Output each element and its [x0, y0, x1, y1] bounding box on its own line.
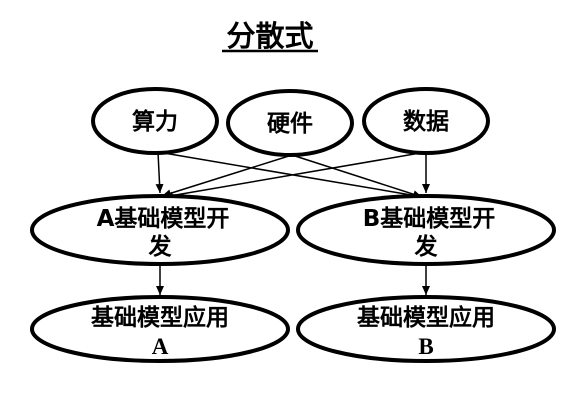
- node-app-b-label-line2: B: [418, 334, 433, 359]
- node-compute-label: 算力: [132, 108, 178, 135]
- node-dev-a-label-line1: A基础模型开: [97, 206, 230, 232]
- node-dev-b-label-line1: B基础模型开: [363, 206, 496, 232]
- node-app-a: 基础模型应用 A: [30, 295, 290, 363]
- node-dev-b-shape: [296, 194, 556, 266]
- node-app-b-shape: [296, 295, 556, 363]
- edge-hardware-to-dev-b: [291, 154, 423, 199]
- edge-data-to-dev-a: [163, 151, 427, 200]
- edge-hardware-to-dev-a: [161, 154, 293, 198]
- node-app-a-shape: [30, 295, 290, 363]
- node-hardware-shape: [226, 89, 354, 157]
- node-data-label: 数据: [403, 109, 449, 135]
- edge-compute-to-dev-b: [157, 151, 424, 200]
- node-dev-a: A基础模型开 发: [30, 194, 290, 266]
- node-dev-a-label-line2: 发: [148, 233, 172, 260]
- node-app-a-label-line2: A: [152, 334, 169, 359]
- edges-group: [155, 151, 430, 295]
- node-compute: 算力: [91, 87, 219, 155]
- node-dev-b: B基础模型开 发: [296, 194, 556, 266]
- node-app-b: 基础模型应用 B: [296, 295, 556, 363]
- node-dev-a-shape: [30, 194, 290, 266]
- node-compute-shape: [91, 87, 219, 155]
- node-data: 数据: [362, 87, 490, 155]
- diagram-title: 分散式: [226, 19, 313, 53]
- node-dev-b-label-line2: 发: [414, 233, 438, 260]
- node-data-shape: [362, 87, 490, 155]
- node-hardware: 硬件: [226, 89, 354, 157]
- node-app-b-label-line1: 基础模型应用: [357, 304, 495, 331]
- node-app-a-label-line1: 基础模型应用: [91, 304, 229, 331]
- node-hardware-label: 硬件: [267, 111, 313, 137]
- edge-compute-to-dev-a: [155, 151, 164, 194]
